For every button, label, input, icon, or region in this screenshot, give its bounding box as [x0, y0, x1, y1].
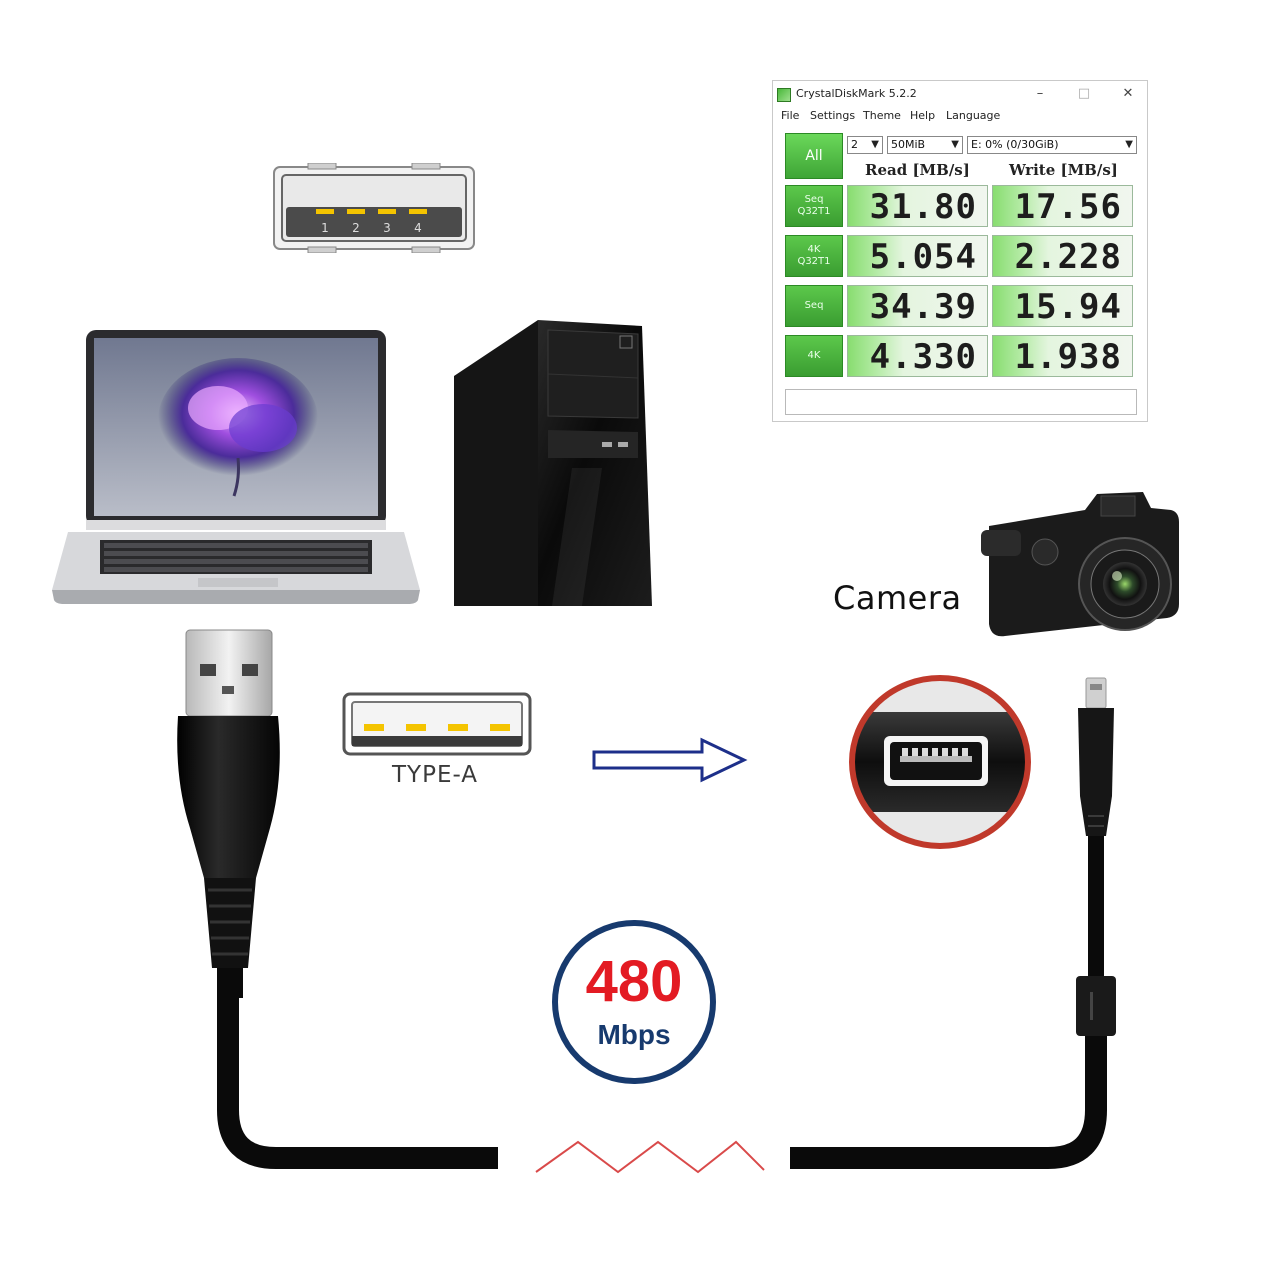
chevron-down-icon: ▼: [951, 139, 959, 150]
app-icon: [777, 88, 791, 102]
test-count-select[interactable]: 2 ▼: [847, 136, 883, 154]
pin-label: 3: [383, 221, 391, 235]
read-result: 31.80: [847, 185, 988, 227]
speed-unit: Mbps: [597, 1019, 671, 1050]
mini-usb-port-zoom: [849, 675, 1031, 849]
cable-break-zigzag: [535, 1140, 765, 1174]
chevron-down-icon: ▼: [1125, 139, 1133, 150]
desktop-tower-image: [454, 320, 652, 606]
camera-label: Camera: [833, 579, 962, 617]
window-title: CrystalDiskMark 5.2.2: [796, 87, 917, 100]
menu-help[interactable]: Help: [910, 109, 936, 122]
write-result: 17.56: [992, 185, 1133, 227]
test-size-select[interactable]: 50MiB ▼: [887, 136, 963, 154]
test-button-4k[interactable]: 4K: [785, 335, 843, 377]
test-count-value: 2: [851, 138, 858, 151]
chevron-down-icon: ▼: [871, 139, 879, 150]
pin-label: 2: [352, 221, 360, 235]
mini-usb-plug-image: [1076, 677, 1116, 1036]
read-result: 34.39: [847, 285, 988, 327]
comment-field[interactable]: [785, 389, 1137, 415]
speed-value: 480: [585, 949, 683, 1014]
test-button-seq-q32t1[interactable]: Seq Q32T1: [785, 185, 843, 227]
menu-file[interactable]: File: [781, 109, 800, 122]
read-result: 5.054: [847, 235, 988, 277]
laptop-image: [52, 330, 420, 604]
menu-language[interactable]: Language: [946, 109, 1001, 122]
drive-select[interactable]: E: 0% (0/30GiB) ▼: [967, 136, 1137, 154]
read-column-header: Read [MB/s]: [865, 161, 970, 179]
write-result: 1.938: [992, 335, 1133, 377]
write-result: 15.94: [992, 285, 1133, 327]
write-result: 2.228: [992, 235, 1133, 277]
write-column-header: Write [MB/s]: [1009, 161, 1118, 179]
minimize-button[interactable]: –: [1036, 86, 1044, 101]
type-a-connector-diagram: [342, 692, 532, 756]
close-button[interactable]: ✕: [1122, 86, 1134, 101]
usb-port-illustration: 1 2 3 4: [273, 163, 475, 253]
title-bar: CrystalDiskMark 5.2.2 – □ ✕: [773, 81, 1147, 107]
menu-settings[interactable]: Settings: [810, 109, 856, 122]
usb-a-plug-image: [177, 629, 280, 998]
benchmark-window: CrystalDiskMark 5.2.2 – □ ✕ File Setting…: [772, 80, 1148, 422]
run-all-button[interactable]: All: [785, 133, 843, 179]
menu-theme[interactable]: Theme: [863, 109, 901, 122]
test-button-4k-q32t1[interactable]: 4K Q32T1: [785, 235, 843, 277]
drive-value: E: 0% (0/30GiB): [971, 138, 1059, 151]
speed-badge: 480 Mbps: [552, 920, 716, 1084]
connector-type-label: TYPE-A: [392, 762, 479, 788]
test-size-value: 50MiB: [891, 138, 926, 151]
maximize-button[interactable]: □: [1077, 86, 1091, 101]
pin-label: 4: [414, 221, 422, 235]
camera-image: [981, 492, 1179, 637]
pin-label: 1: [321, 221, 329, 235]
right-arrow-icon: [592, 737, 748, 783]
menu-bar: File Settings Theme Help Language: [773, 107, 1147, 127]
read-result: 4.330: [847, 335, 988, 377]
test-button-seq[interactable]: Seq: [785, 285, 843, 327]
